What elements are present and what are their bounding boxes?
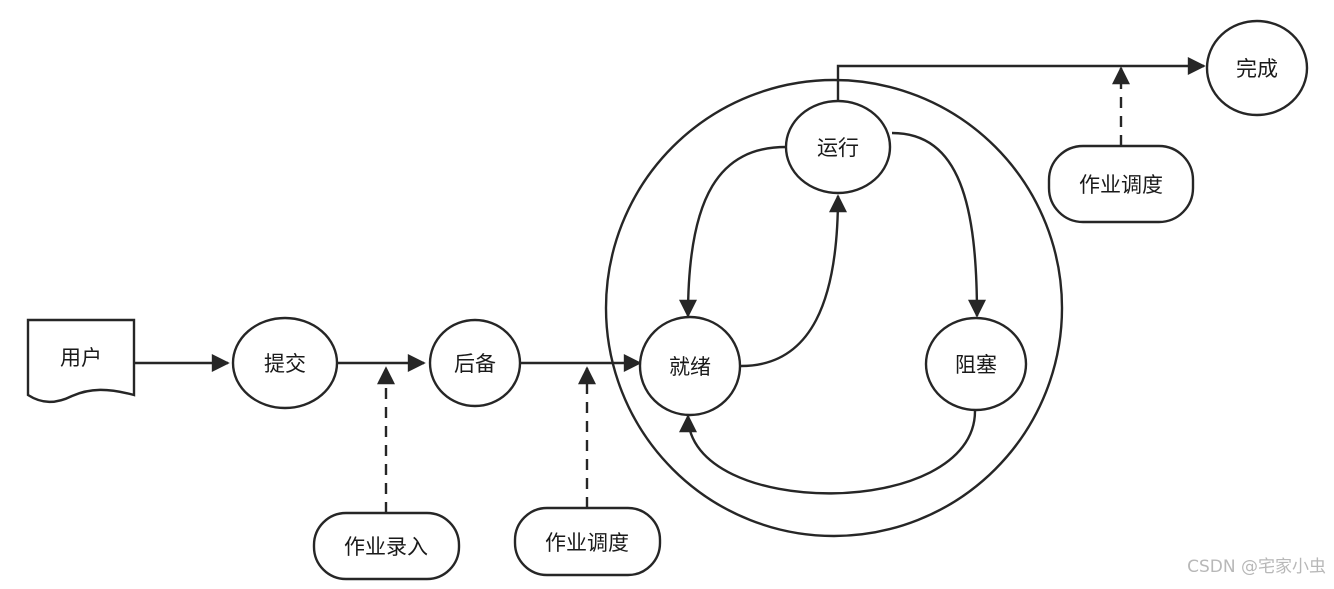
- job-sched-2-label: 作业调度: [1079, 173, 1163, 197]
- submit-label: 提交: [264, 352, 306, 376]
- job-entry-node: [312, 511, 461, 581]
- blocked-node: [924, 316, 1028, 412]
- ready-node: [638, 315, 742, 417]
- edge-running-ready: [679, 145, 787, 318]
- user-document-shape: [26, 318, 136, 404]
- submit-node: [231, 316, 339, 410]
- process-scope-circle: [604, 78, 1064, 538]
- user-label: 用户: [60, 346, 102, 370]
- job-sched-1-node: [513, 506, 662, 577]
- backup-label: 后备: [454, 352, 496, 376]
- backup-node: [428, 318, 522, 408]
- edge-running-blocked: [891, 131, 986, 318]
- job-sched-1-label: 作业调度: [545, 531, 629, 555]
- edge-ready-running: [740, 194, 847, 368]
- blocked-label: 阻塞: [955, 353, 997, 377]
- edge-blocked-ready: [679, 410, 977, 495]
- done-label: 完成: [1236, 57, 1278, 81]
- ready-label: 就绪: [669, 355, 711, 379]
- done-node: [1205, 19, 1309, 117]
- watermark: CSDN @宅家小虫: [1187, 557, 1326, 577]
- job-entry-label: 作业录入: [344, 535, 428, 559]
- running-node: [784, 99, 892, 195]
- edge-running-done: [836, 57, 1206, 101]
- job-sched-2-node: [1047, 144, 1195, 224]
- running-label: 运行: [817, 136, 859, 160]
